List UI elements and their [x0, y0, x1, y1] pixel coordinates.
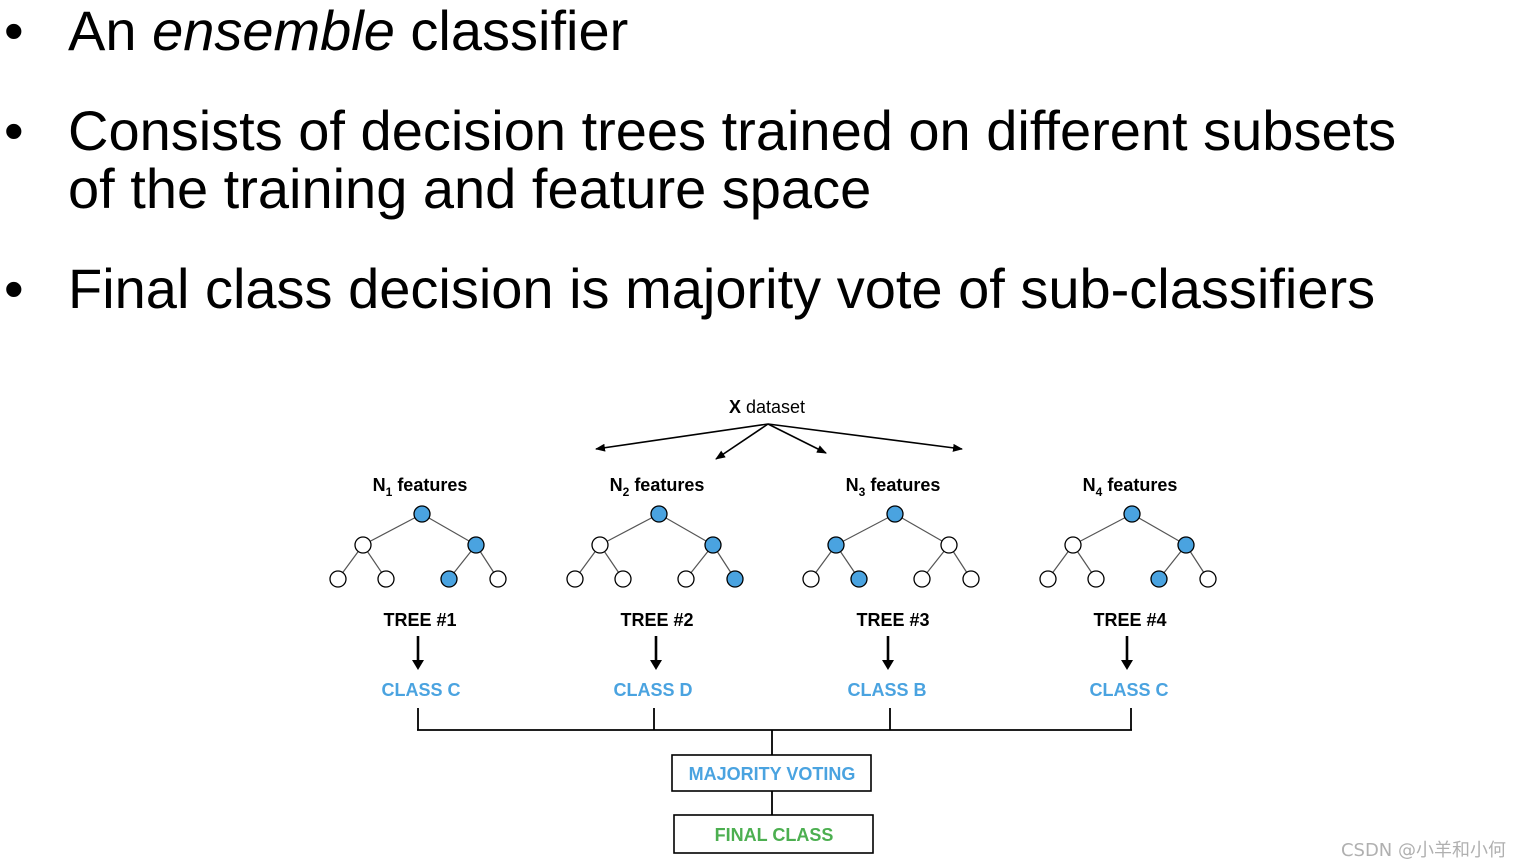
dataset-label: X dataset: [729, 397, 805, 417]
tree-node: [489, 570, 507, 588]
tree-node: [1064, 536, 1082, 554]
tree-arrowhead: [1121, 660, 1133, 670]
dataset-arrow-2: [715, 423, 769, 460]
features-label: N1 features: [373, 475, 468, 499]
tree-label: TREE #1: [383, 610, 456, 630]
dataset-arrow-3: [767, 423, 827, 454]
tree-node: [329, 570, 347, 588]
class-label: CLASS B: [847, 680, 926, 700]
tree-node: [413, 505, 431, 523]
tree-node: [354, 536, 372, 554]
tree-label: TREE #3: [856, 610, 929, 630]
tree-node: [650, 505, 668, 523]
majority-voting-box: [671, 754, 872, 792]
tree-label: TREE #4: [1093, 610, 1166, 630]
tree-arrowhead: [882, 660, 894, 670]
tree-edge: [421, 513, 477, 546]
final-class-label: FINAL CLASS: [715, 825, 834, 845]
tree-edge: [1131, 513, 1187, 546]
features-label: N4 features: [1083, 475, 1178, 499]
tree-edge: [658, 513, 714, 546]
class-label: CLASS C: [1089, 680, 1168, 700]
majority-voting-label: MAJORITY VOTING: [689, 764, 856, 784]
tree-node: [726, 570, 744, 588]
bullet-1-text: An ensemble classifier: [68, 0, 629, 62]
tree-node: [377, 570, 395, 588]
tree-node: [591, 536, 609, 554]
tree-node: [1123, 505, 1141, 523]
class-label: CLASS C: [381, 680, 460, 700]
bullet-dot: •: [4, 99, 24, 162]
watermark: CSDN @小羊和小何: [1340, 840, 1506, 861]
tree-node: [1177, 536, 1195, 554]
tree-node: [1087, 570, 1105, 588]
tree-edge: [599, 513, 660, 546]
tree-node: [1039, 570, 1057, 588]
bullet-3-text: Final class decision is majority vote of…: [68, 257, 1376, 320]
features-label: N3 features: [846, 475, 941, 499]
features-label: N2 features: [610, 475, 705, 499]
dataset-arrows: [595, 423, 963, 460]
tree-edge: [362, 513, 423, 546]
tree-node: [677, 570, 695, 588]
tree-node: [1199, 570, 1217, 588]
tree-edge: [1072, 513, 1133, 546]
tree-edge: [835, 513, 896, 546]
tree-node: [1150, 570, 1168, 588]
bullet-dot: •: [4, 257, 24, 320]
tree-node: [704, 536, 722, 554]
tree-node: [440, 570, 458, 588]
tree-arrowhead: [650, 660, 662, 670]
bullet-2-line2: of the training and feature space: [68, 157, 872, 220]
bullet-dot: •: [4, 0, 24, 62]
tree-node: [467, 536, 485, 554]
tree-node: [614, 570, 632, 588]
tree-node: [566, 570, 584, 588]
tree-node: [913, 570, 931, 588]
bullet-2-line1: Consists of decision trees trained on di…: [68, 99, 1397, 162]
tree-edge: [894, 513, 950, 546]
vote-connectors: [417, 708, 1132, 815]
final-class-box: [673, 814, 874, 854]
tree-node: [940, 536, 958, 554]
class-label: CLASS D: [613, 680, 692, 700]
tree-node: [886, 505, 904, 523]
dataset-arrow-1: [595, 423, 769, 452]
dataset-arrow-4: [767, 423, 963, 452]
tree-node: [962, 570, 980, 588]
tree-node: [802, 570, 820, 588]
tree-node: [827, 536, 845, 554]
tree-arrowhead: [412, 660, 424, 670]
tree-label: TREE #2: [620, 610, 693, 630]
tree-node: [850, 570, 868, 588]
